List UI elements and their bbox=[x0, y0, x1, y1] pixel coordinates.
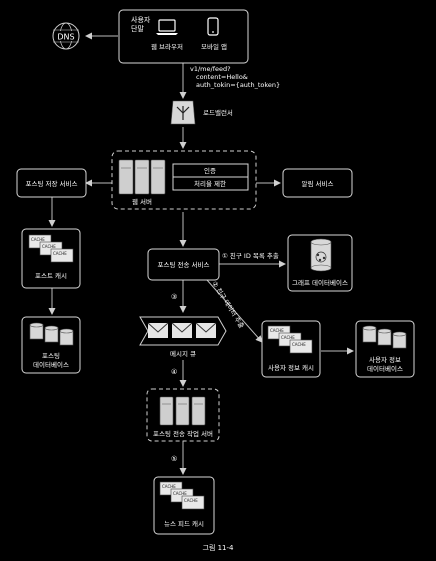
user-db-label-1: 사용자 정보 bbox=[369, 355, 401, 364]
user-cache-label: 사용자 정보 캐시 bbox=[268, 363, 314, 372]
auth-label: 인증 bbox=[204, 166, 216, 175]
phone-icon bbox=[207, 17, 219, 36]
web-server-cluster: 인증 처리율 제한 웹 서버 bbox=[111, 150, 257, 210]
cache-stack-icon: CACHE CACHE CACHE bbox=[28, 234, 74, 263]
step3-label: ③ bbox=[171, 293, 177, 301]
database-icon bbox=[362, 325, 407, 349]
web-browser-label: 웹 브라우저 bbox=[151, 42, 183, 51]
connectors bbox=[48, 32, 354, 475]
post-db-label-1: 포스팅 bbox=[42, 351, 60, 360]
user-terminal-label-1: 사용자 bbox=[131, 15, 151, 24]
cache-card-label: CACHE bbox=[184, 498, 198, 503]
notification-service-label: 알림 서비스 bbox=[302, 179, 334, 188]
server-rack-icon bbox=[159, 396, 206, 426]
load-balancer-icon bbox=[170, 100, 196, 125]
cache-card-label: CACHE bbox=[281, 335, 295, 340]
cache-card-label: CACHE bbox=[173, 491, 187, 496]
cache-card-label: CACHE bbox=[270, 328, 284, 333]
rate-limit-label: 처리율 제한 bbox=[194, 179, 226, 188]
step2-label: ② 친구 데이터 추출 bbox=[210, 279, 246, 329]
request-line-1: v1/me/feed? bbox=[190, 65, 231, 73]
user-db-label-2: 데이터베이스 bbox=[367, 364, 403, 373]
figure-caption: 그림 11-4 bbox=[203, 544, 235, 552]
step4-label: ④ bbox=[171, 368, 177, 376]
user-cache-box: CACHE CACHE CACHE 사용자 정보 캐시 bbox=[261, 320, 321, 378]
cache-card-label: CACHE bbox=[31, 237, 45, 242]
post-cache-box: CACHE CACHE CACHE 포스트 캐시 bbox=[21, 228, 81, 289]
fanout-workers-cluster: 포스팅 전송 작업 서버 bbox=[146, 388, 220, 442]
cache-card-label: CACHE bbox=[162, 484, 176, 489]
laptop-icon bbox=[156, 19, 178, 35]
request-text: v1/me/feed? content=Hello& auth_tokin={a… bbox=[190, 65, 280, 89]
cache-stack-icon: CACHE CACHE CACHE bbox=[267, 325, 313, 354]
fanout-service-box: 포스팅 전송 서비스 bbox=[147, 248, 220, 281]
web-server-label: 웹 서버 bbox=[132, 197, 152, 206]
cache-card-label: CACHE bbox=[42, 244, 56, 249]
database-icon bbox=[29, 322, 74, 346]
fanout-service-label: 포스팅 전송 서비스 bbox=[158, 260, 210, 269]
request-line-3: auth_tokin={auth_token} bbox=[196, 81, 280, 89]
fanout-workers-label: 포스팅 전송 작업 서버 bbox=[153, 429, 213, 438]
dns-label: DNS bbox=[57, 33, 74, 42]
graph-db-label: 그래프 데이터베이스 bbox=[292, 278, 348, 287]
user-db-box: 사용자 정보 데이터베이스 bbox=[355, 320, 415, 378]
news-feed-cache-label: 뉴스 피드 캐시 bbox=[164, 519, 204, 528]
message-queue-label: 메시지 큐 bbox=[170, 349, 196, 358]
message-queue-icon bbox=[139, 316, 227, 346]
server-rack-icon bbox=[118, 159, 166, 195]
envelope-icon bbox=[171, 322, 193, 338]
post-db-box: 포스팅 데이터베이스 bbox=[21, 316, 81, 374]
news-feed-cache-box: CACHE CACHE CACHE 뉴스 피드 캐시 bbox=[153, 476, 215, 535]
envelope-icon bbox=[195, 322, 217, 338]
envelope-icon bbox=[147, 322, 169, 338]
post-storage-service-label: 포스팅 저장 서비스 bbox=[26, 179, 78, 188]
load-balancer-label: 로드밸런서 bbox=[203, 108, 233, 117]
post-storage-service-box: 포스팅 저장 서비스 bbox=[16, 168, 87, 198]
step1-label: ① 친구 ID 목록 추출 bbox=[222, 251, 279, 260]
cache-stack-icon: CACHE CACHE CACHE bbox=[159, 481, 205, 510]
request-line-2: content=Hello& bbox=[196, 73, 248, 81]
mobile-app-label: 모바일 앱 bbox=[201, 42, 227, 51]
user-terminal-box: 사용자 단말 웹 브라우저 모바일 앱 bbox=[118, 9, 249, 64]
notification-service-box: 알림 서비스 bbox=[282, 168, 353, 198]
dns-globe-icon: DNS bbox=[52, 22, 80, 50]
post-db-label-2: 데이터베이스 bbox=[33, 360, 69, 369]
graph-database-icon bbox=[310, 238, 332, 272]
cache-card-label: CACHE bbox=[292, 342, 306, 347]
cache-card-label: CACHE bbox=[53, 251, 67, 256]
post-cache-label: 포스트 캐시 bbox=[35, 272, 67, 280]
graph-db-box: 그래프 데이터베이스 bbox=[287, 234, 353, 292]
step5-label: ⑤ bbox=[171, 455, 177, 463]
user-terminal-label-2: 단말 bbox=[131, 24, 144, 33]
